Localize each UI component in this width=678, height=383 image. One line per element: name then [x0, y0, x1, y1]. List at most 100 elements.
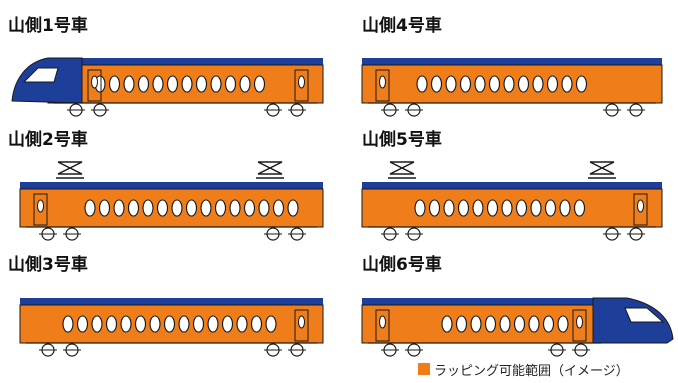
window [171, 199, 183, 217]
window [250, 315, 263, 333]
window [430, 75, 443, 93]
window [210, 75, 222, 93]
door-1 [33, 193, 48, 226]
door-window-1 [379, 75, 386, 89]
window [91, 315, 103, 333]
window [258, 199, 270, 217]
car-illustration-2 [19, 161, 324, 241]
window [253, 75, 266, 93]
window [544, 199, 557, 217]
window [503, 75, 515, 93]
window [113, 199, 125, 217]
window [105, 315, 118, 333]
window [532, 75, 544, 93]
window [561, 75, 573, 93]
window [98, 199, 111, 217]
window [62, 315, 74, 333]
car-illustration-6 [361, 297, 674, 357]
window [488, 75, 501, 93]
window [239, 75, 251, 93]
car-title-6: 山側6号車 [362, 255, 442, 275]
door-window-1 [298, 315, 305, 329]
cab-window [624, 307, 665, 323]
roof-band [48, 58, 323, 65]
car-title-4: 山側4号車 [362, 16, 442, 36]
pantograph-1-icon [389, 161, 415, 175]
window [530, 199, 542, 217]
door-1 [633, 193, 648, 226]
door-window-1 [91, 75, 98, 89]
window [185, 199, 198, 217]
roof-band [20, 298, 323, 305]
door-window-1 [37, 199, 44, 213]
window [181, 75, 193, 93]
door-1 [87, 69, 102, 102]
door-2 [572, 309, 587, 342]
window [108, 75, 121, 93]
window [149, 315, 161, 333]
window [472, 199, 484, 217]
door-2 [294, 69, 309, 102]
window [214, 199, 227, 217]
window [470, 315, 482, 333]
window [513, 315, 526, 333]
car-illustration-3 [19, 298, 324, 357]
window [134, 315, 147, 333]
window [445, 75, 457, 93]
window [515, 199, 528, 217]
door-window-2 [576, 315, 583, 329]
car-title-2: 山側2号車 [8, 130, 88, 150]
window [501, 199, 513, 217]
window [441, 315, 453, 333]
window [229, 199, 241, 217]
roof-band [362, 58, 662, 65]
window [428, 199, 441, 217]
window [557, 315, 569, 333]
wrap-area [361, 304, 608, 344]
door-window-1 [637, 199, 644, 213]
window [414, 199, 426, 217]
window [457, 199, 470, 217]
roof-band [20, 182, 323, 189]
car-illustration-1 [11, 57, 324, 117]
door-window-2 [298, 75, 305, 89]
window [195, 75, 208, 93]
window [163, 315, 176, 333]
window [459, 75, 472, 93]
window [137, 75, 150, 93]
roof-band [362, 182, 662, 189]
car-illustration-5 [361, 161, 663, 241]
window [123, 75, 135, 93]
pantograph-2-icon [257, 161, 283, 175]
door-1 [375, 309, 390, 342]
window [192, 315, 205, 333]
window [455, 315, 468, 333]
window [287, 199, 299, 217]
window [142, 199, 154, 217]
door-1 [294, 309, 309, 342]
window [224, 75, 237, 93]
window [416, 75, 428, 93]
window [559, 199, 571, 217]
window [166, 75, 179, 93]
legend: ラッピング可能範囲（イメージ） [418, 359, 629, 379]
window [486, 199, 499, 217]
window [499, 315, 511, 333]
window [127, 199, 140, 217]
window [243, 199, 256, 217]
window [517, 75, 530, 93]
window [573, 199, 586, 217]
window [120, 315, 132, 333]
window [542, 315, 555, 333]
window [443, 199, 455, 217]
window [265, 315, 277, 333]
pantograph-1-icon [57, 161, 83, 175]
car-title-3: 山側3号車 [8, 255, 88, 275]
window [152, 75, 164, 93]
door-1 [375, 69, 390, 102]
window [84, 199, 96, 217]
window [484, 315, 497, 333]
car-title-5: 山側5号車 [362, 130, 442, 150]
window [272, 199, 285, 217]
window [474, 75, 486, 93]
